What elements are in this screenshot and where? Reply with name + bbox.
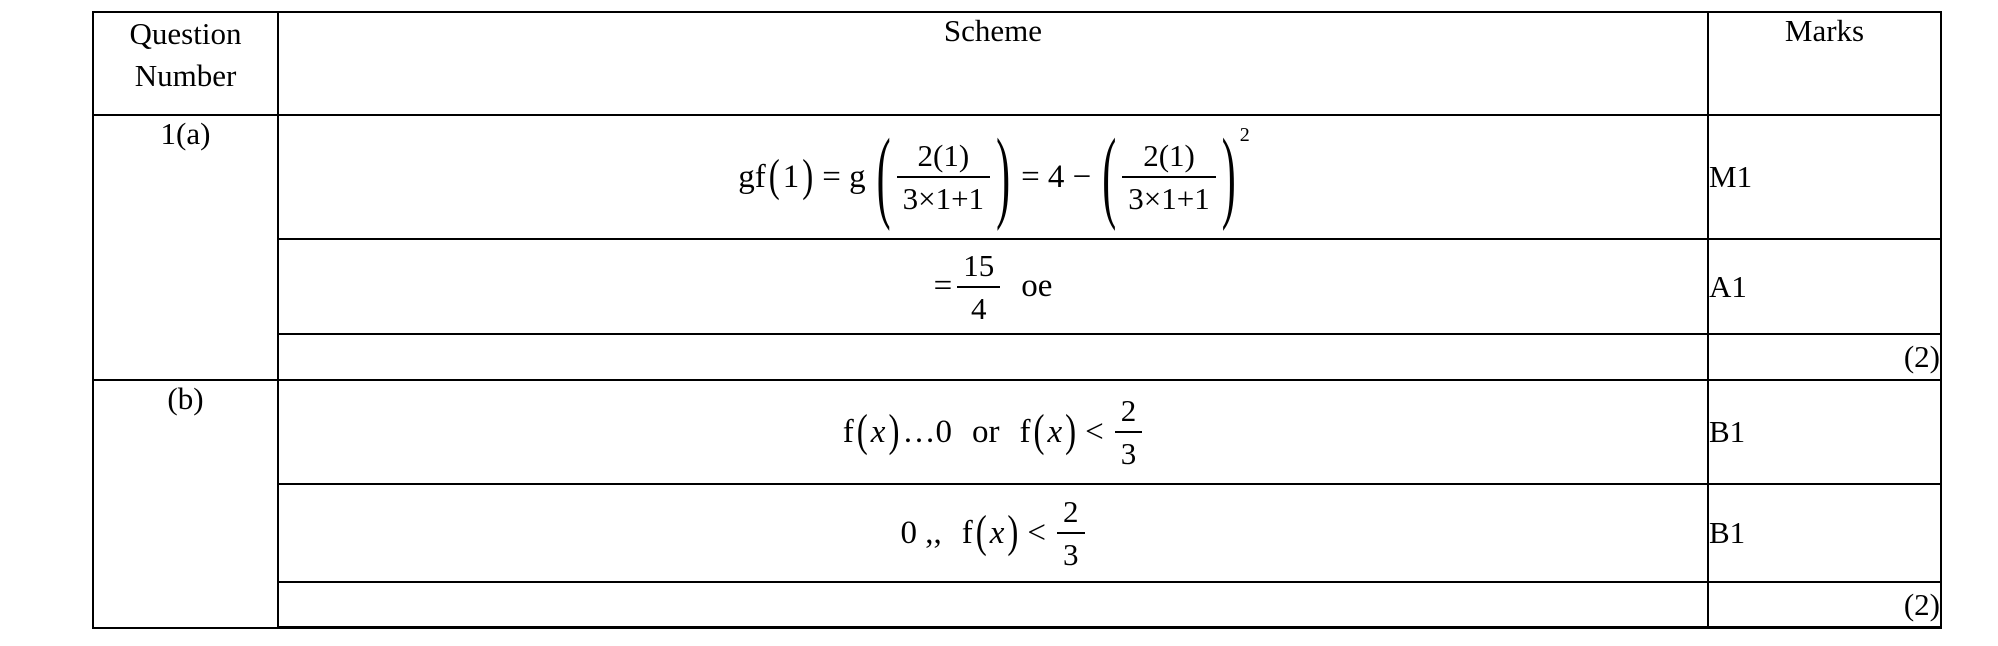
scheme-cell-answer-1a: = 15 4 oe bbox=[277, 238, 1709, 335]
eq1-equals-4-minus: = 4 − bbox=[1021, 158, 1092, 195]
row-1a-m1: 1(a) gf ( 1 ) = g ( 2(1) 3×1+1 ) = 4 − ( bbox=[92, 114, 1942, 381]
eq2-oe: oe bbox=[1021, 268, 1053, 304]
equation-gf1: gf ( 1 ) = g ( 2(1) 3×1+1 ) = 4 − ( 2(1) bbox=[279, 125, 1707, 228]
mark-b1-second: B1 bbox=[1707, 483, 1942, 583]
eq1-fraction-2-numerator: 2(1) bbox=[1122, 138, 1216, 178]
scheme-cell-empty-b bbox=[277, 581, 1709, 629]
eq4-right-paren: ) bbox=[1007, 507, 1019, 558]
eq1-left-paren-1: ( bbox=[768, 151, 780, 202]
header-marks: Marks bbox=[1707, 11, 1942, 116]
eq3-right-paren-1: ) bbox=[888, 406, 900, 457]
eq3-denominator: 3 bbox=[1120, 436, 1137, 471]
eq3-x-1: x bbox=[870, 413, 886, 450]
eq1-exponent: 2 bbox=[1239, 124, 1250, 146]
eq1-fraction-1: 2(1) 3×1+1 bbox=[896, 138, 991, 216]
eq1-gf: gf bbox=[738, 158, 766, 195]
eq1-fraction-2-denominator: 3×1+1 bbox=[1128, 181, 1210, 216]
scheme-cell-empty-1a bbox=[277, 333, 1709, 381]
question-label-b: (b) bbox=[92, 379, 279, 629]
eq4-numerator: 2 bbox=[1057, 494, 1085, 534]
eq4-lead: 0 ,, bbox=[900, 514, 942, 551]
mark-b1-first: B1 bbox=[1707, 379, 1942, 485]
eq2-equals: = bbox=[933, 268, 953, 304]
eq1-equals-g: = g bbox=[822, 158, 866, 195]
mark-total-1a: (2) bbox=[1707, 333, 1942, 381]
eq3-dots-zero: …0 bbox=[902, 413, 952, 450]
eq3-or: or bbox=[971, 413, 1000, 450]
eq2-fraction: 15 4 bbox=[957, 248, 1001, 326]
eq1-fraction-2: 2(1) 3×1+1 bbox=[1122, 138, 1216, 216]
eq4-f: f bbox=[961, 514, 973, 551]
eq3-numerator: 2 bbox=[1114, 393, 1143, 433]
eq1-right-paren-1: ) bbox=[802, 151, 814, 202]
eq1-fraction-1-numerator: 2(1) bbox=[896, 138, 991, 178]
mark-a1: A1 bbox=[1707, 238, 1942, 335]
equation-b-second: 0 ,, f ( x ) < 2 3 bbox=[279, 494, 1707, 572]
eq2-numerator: 15 bbox=[957, 248, 1001, 288]
eq3-left-paren-2: ( bbox=[1033, 406, 1045, 457]
eq3-left-paren-1: ( bbox=[856, 406, 868, 457]
header-scheme: Scheme bbox=[277, 11, 1709, 116]
row-1a-total: (2) bbox=[93, 333, 1942, 381]
question-label-1a: 1(a) bbox=[92, 114, 279, 381]
scheme-cell-b-first: f ( x ) …0 or f ( x ) < 2 3 bbox=[277, 379, 1709, 485]
row-b-b1-first: (b) f ( x ) …0 or f ( x ) < 2 3 bbox=[92, 379, 1942, 629]
eq1-big-left-paren-2: ( bbox=[1102, 120, 1117, 234]
eq4-left-paren: ( bbox=[975, 507, 987, 558]
header-question-number: Question Number bbox=[92, 11, 279, 116]
eq4-x: x bbox=[989, 514, 1005, 551]
eq1-fraction-1-denominator: 3×1+1 bbox=[902, 181, 985, 216]
eq3-less-than: < bbox=[1085, 413, 1104, 450]
row-b-total: (2) bbox=[93, 581, 1942, 629]
eq1-big-right-paren-1: ) bbox=[996, 120, 1011, 234]
row-b-b1-second: 0 ,, f ( x ) < 2 3 B1 bbox=[93, 483, 1942, 583]
eq3-f-1: f bbox=[842, 413, 854, 450]
eq4-less-than: < bbox=[1027, 514, 1047, 551]
equation-b-first: f ( x ) …0 or f ( x ) < 2 3 bbox=[279, 393, 1707, 471]
eq1-big-right-paren-2: ) bbox=[1221, 120, 1236, 234]
eq3-f-2: f bbox=[1019, 413, 1031, 450]
eq3-right-paren-2: ) bbox=[1065, 406, 1077, 457]
eq2-denominator: 4 bbox=[970, 290, 987, 326]
eq3-fraction: 2 3 bbox=[1114, 393, 1143, 471]
mark-total-b: (2) bbox=[1707, 581, 1942, 629]
scheme-cell-b-second: 0 ,, f ( x ) < 2 3 bbox=[277, 483, 1709, 583]
eq1-big-left-paren-1: ( bbox=[876, 120, 891, 234]
eq1-arg-1: 1 bbox=[782, 158, 800, 195]
mark-m1: M1 bbox=[1707, 114, 1942, 240]
scheme-cell-gf1: gf ( 1 ) = g ( 2(1) 3×1+1 ) = 4 − ( 2(1) bbox=[277, 114, 1709, 240]
eq3-x-2: x bbox=[1047, 413, 1063, 450]
row-1a-a1: = 15 4 oe A1 bbox=[93, 238, 1942, 335]
eq4-denominator: 3 bbox=[1063, 537, 1079, 572]
header-row: Question Number Scheme Marks bbox=[92, 11, 1942, 116]
eq4-fraction: 2 3 bbox=[1057, 494, 1085, 572]
equation-answer-1a: = 15 4 oe bbox=[279, 248, 1707, 326]
mark-scheme-table: Question Number Scheme Marks 1(a) gf ( 1… bbox=[92, 11, 1942, 629]
